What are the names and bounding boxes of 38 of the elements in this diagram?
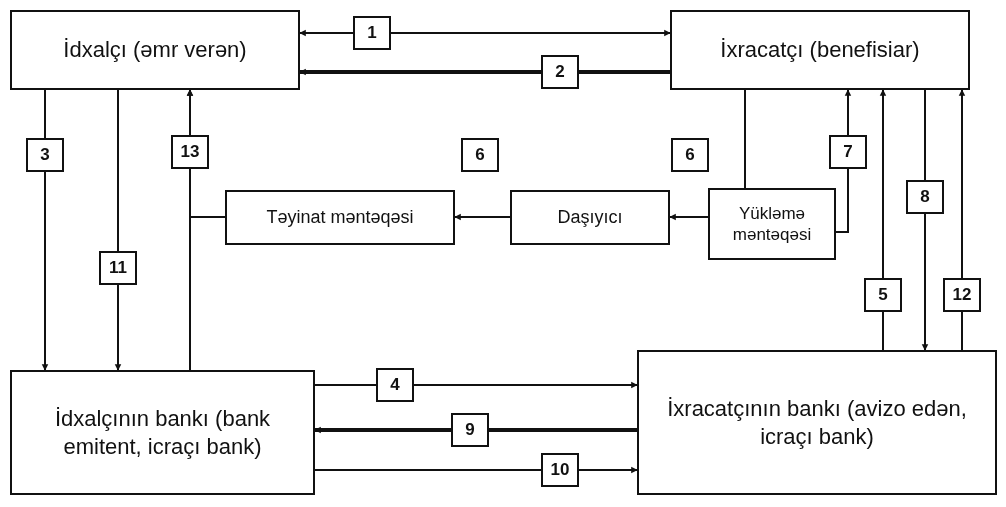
step-number: 10 [541, 453, 579, 487]
step-number: 1 [353, 16, 391, 50]
step-number: 4 [376, 368, 414, 402]
node-label: Yükləmə məntəqəsi [731, 202, 813, 246]
arrow [454, 213, 511, 221]
process-box [670, 10, 970, 90]
step-number: 6 [461, 138, 499, 172]
process-box [510, 190, 670, 245]
arrow [299, 68, 670, 76]
node-label: İxracatçı (benefisiar) [720, 36, 920, 64]
step-number: 11 [99, 251, 137, 285]
node-label: İdxalçının bankı (bank emitent, icraçı bank) [53, 405, 272, 460]
step-number: 2 [541, 55, 579, 89]
arrow [921, 89, 929, 351]
step-number: 7 [829, 135, 867, 169]
arrow [314, 426, 637, 434]
step-number: 5 [864, 278, 902, 312]
step-number: 12 [943, 278, 981, 312]
process-box [10, 370, 315, 495]
step-number: 8 [906, 180, 944, 214]
arrow [314, 381, 638, 389]
process-box [225, 190, 455, 245]
node-label: Daşıyıcı [557, 206, 623, 229]
step-number: 6 [671, 138, 709, 172]
arrow [114, 89, 122, 371]
arrow [41, 89, 49, 371]
step-number: 3 [26, 138, 64, 172]
arrow [314, 466, 638, 474]
process-box [637, 350, 997, 495]
arrow [669, 213, 709, 221]
node-label: İxracatçının bankı (avizo edən, icraçı bank) [666, 395, 968, 450]
step-number: 9 [451, 413, 489, 447]
arrow [299, 29, 671, 37]
process-box [10, 10, 300, 90]
node-label: İdxalçı (əmr verən) [63, 36, 247, 64]
step-number: 13 [171, 135, 209, 169]
process-box [708, 188, 836, 260]
node-label: Təyinat məntəqəsi [266, 206, 414, 229]
